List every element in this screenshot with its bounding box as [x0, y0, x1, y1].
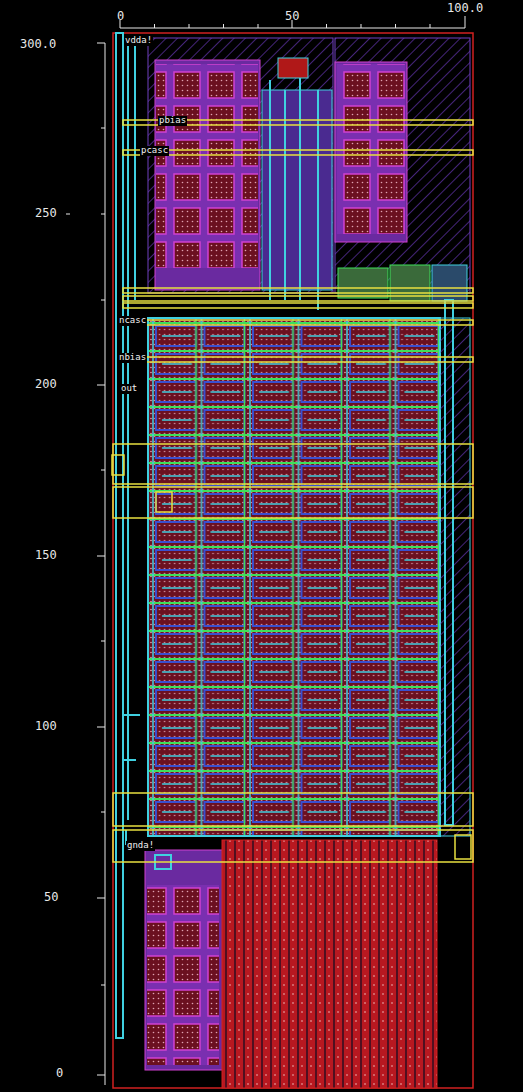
pin-label: gnda!: [126, 841, 155, 851]
ruler-number: 300.0: [20, 38, 56, 51]
ruler-number: 0: [56, 1067, 63, 1080]
ruler-number: 100.0: [447, 2, 483, 15]
ruler-number: 50: [44, 891, 58, 904]
pin-label: pbias: [158, 116, 187, 126]
ruler-number: 100: [35, 720, 57, 733]
pin-label: pcasc: [140, 146, 169, 156]
pin-label: vdda!: [124, 36, 153, 46]
ruler-number: 250: [35, 207, 57, 220]
pin-label: nbias: [118, 353, 147, 363]
pin-label: out: [120, 384, 138, 394]
ruler-number: 50: [285, 10, 299, 23]
ruler-number: 150: [35, 549, 57, 562]
ruler-number: 200: [35, 378, 57, 391]
pin-label: ncasc: [118, 316, 147, 326]
ruler-number: 0: [117, 10, 124, 23]
